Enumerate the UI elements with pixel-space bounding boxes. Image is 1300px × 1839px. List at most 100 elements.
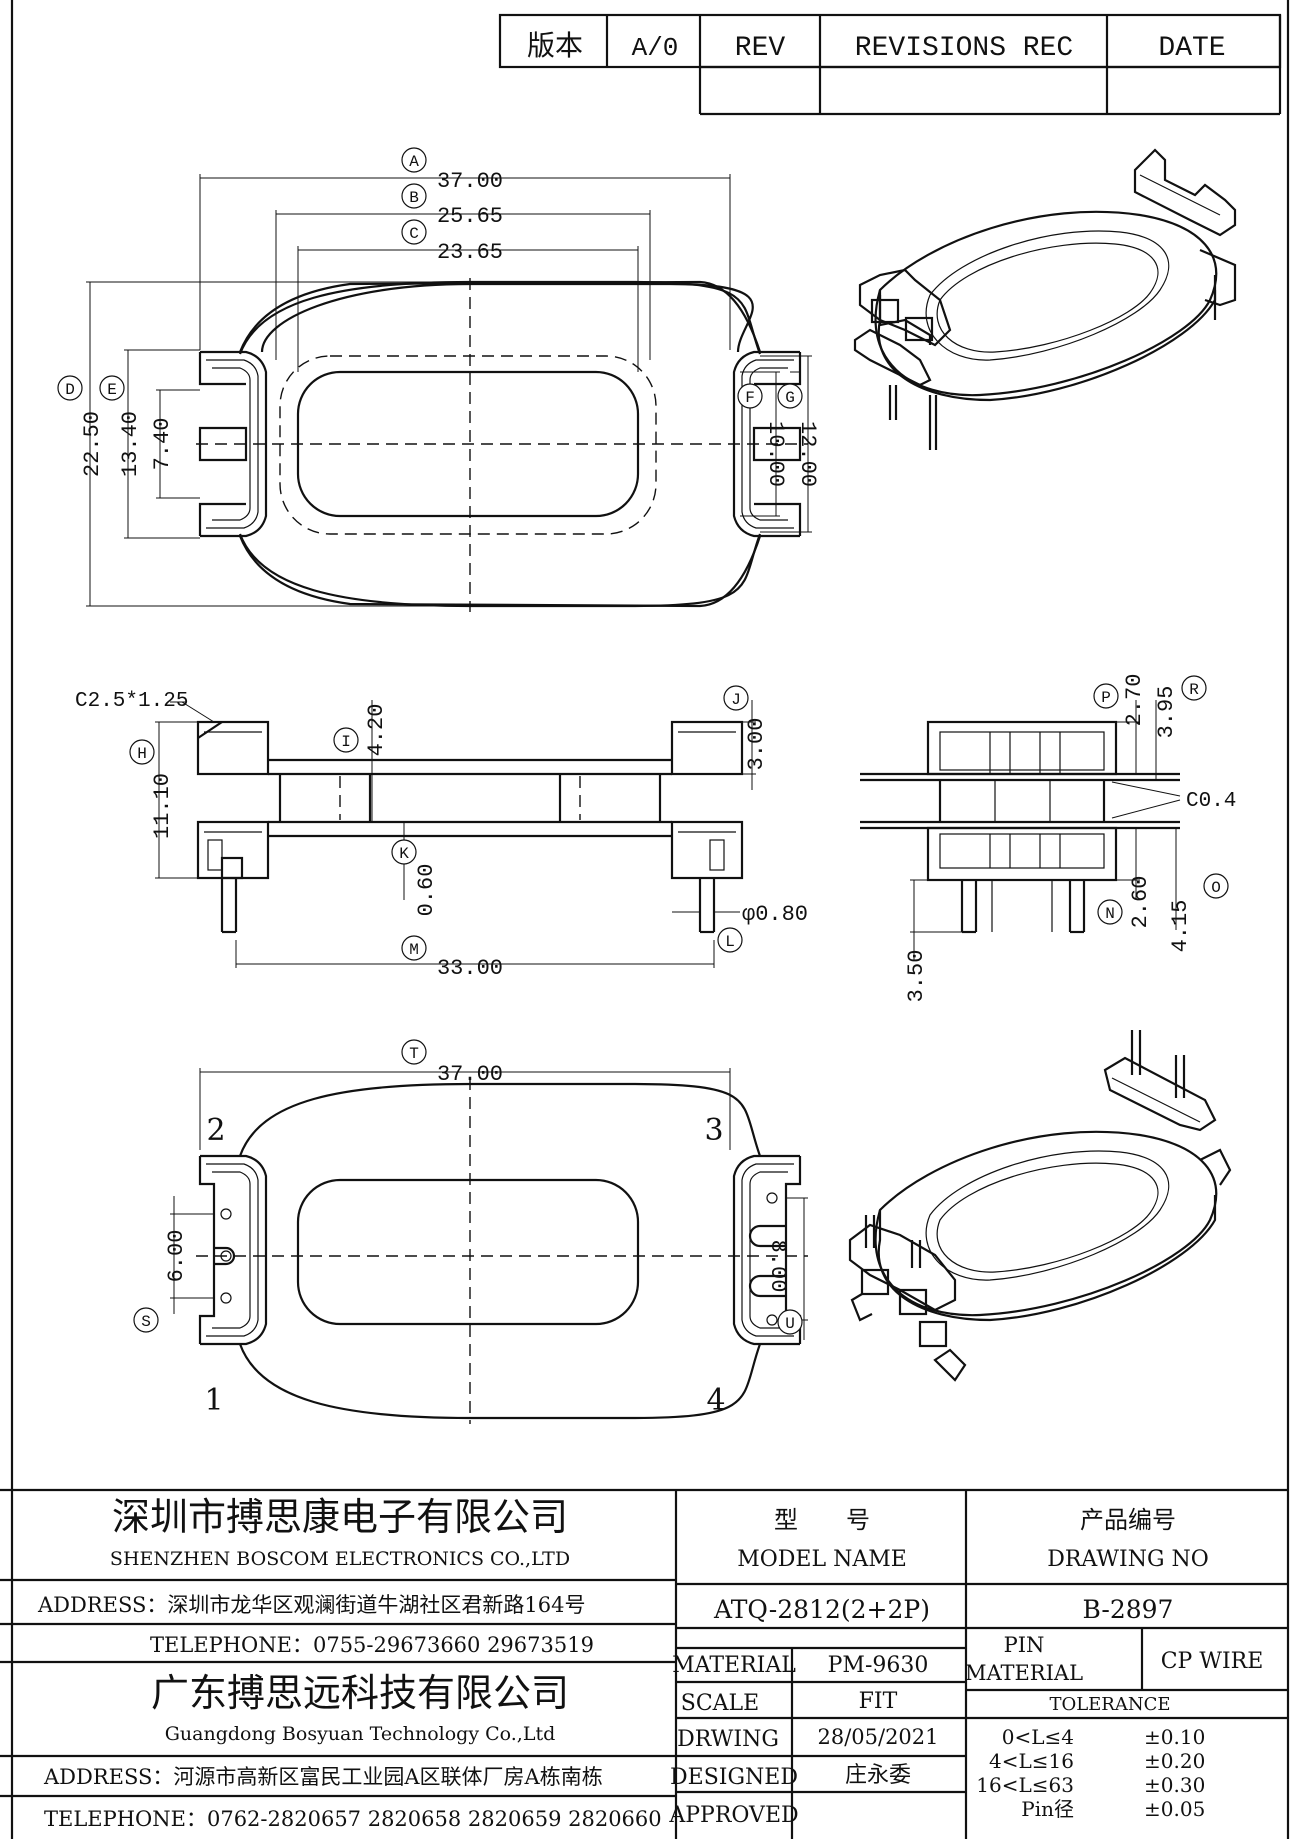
- pin-number-3: 3: [704, 1113, 723, 1148]
- svg-text:25.65: 25.65: [437, 204, 503, 229]
- tolerance-value-4: ±0.05: [1144, 1797, 1205, 1821]
- side-dim-j: J 3.00: [723, 685, 769, 771]
- sheet-border: [10, 0, 1290, 1839]
- designed-label: DESIGNED: [670, 1765, 798, 1790]
- company2-name-cn: 广东搏思远科技有限公司: [151, 1671, 569, 1715]
- material-value: PM-9630: [828, 1653, 929, 1678]
- side-dim-m: M 33.00: [401, 935, 503, 981]
- pin-number-1: 1: [204, 1383, 223, 1418]
- svg-text:2.70: 2.70: [1122, 674, 1147, 727]
- company-name-en: SHENZHEN BOSCOM ELECTRONICS CO.,LTD: [110, 1548, 570, 1570]
- svg-text:J: J: [731, 691, 741, 709]
- svg-text:2.60: 2.60: [1128, 876, 1153, 929]
- svg-text:S: S: [141, 1313, 151, 1331]
- top-dim-a: A 37.00: [401, 147, 503, 194]
- drawing-no-cn: 产品编号: [1080, 1506, 1176, 1534]
- svg-text:H: H: [137, 745, 147, 763]
- designed-value: 庄永委: [845, 1763, 911, 1788]
- material-label: MATERIAL: [672, 1653, 796, 1678]
- svg-text:6.00: 6.00: [164, 1230, 189, 1283]
- tolerance-value-3: ±0.30: [1144, 1773, 1205, 1797]
- pin-material-value: CP WIRE: [1161, 1649, 1264, 1674]
- bottom-dim-t: T 37.00: [401, 1039, 503, 1087]
- svg-text:4.20: 4.20: [364, 704, 389, 757]
- tolerance-range-3: 16<L≤63: [976, 1773, 1074, 1797]
- svg-text:E: E: [107, 381, 117, 399]
- end-dim-r: R 3.95: [1154, 675, 1207, 739]
- tolerance-range-2: 4<L≤16: [989, 1749, 1074, 1773]
- top-dim-740: 7.40: [150, 418, 175, 471]
- svg-text:L: L: [725, 933, 735, 951]
- svg-text:10.00: 10.00: [763, 421, 788, 487]
- svg-text:B: B: [409, 189, 419, 207]
- telephone-2: TELEPHONE：0762-2820657 2820658 2820659 2…: [44, 1807, 662, 1831]
- end-dim-p: P 2.70: [1093, 674, 1147, 727]
- drawing-no-en: DRAWING NO: [1047, 1547, 1209, 1572]
- svg-text:K: K: [399, 845, 409, 863]
- svg-text:G: G: [785, 389, 795, 407]
- svg-text:37.00: 37.00: [437, 169, 503, 194]
- svg-text:0.60: 0.60: [414, 864, 439, 917]
- side-dim-i: I 4.20: [333, 704, 389, 757]
- svg-text:N: N: [1105, 905, 1115, 923]
- scale-label: SCALE: [681, 1691, 759, 1716]
- telephone-1: TELEPHONE：0755-29673660 29673519: [150, 1633, 594, 1657]
- svg-text:11.10: 11.10: [150, 773, 175, 839]
- svg-text:8.00: 8.00: [765, 1240, 790, 1293]
- end-dim-n: N 2.60: [1097, 876, 1153, 929]
- end-view: C0.4 P 2.70 R 3.95 N 2.60 O 4.15 3.50: [860, 674, 1236, 1003]
- tolerance-value-1: ±0.10: [1144, 1725, 1205, 1749]
- revision-block: 版本 A/0 REV REVISIONS REC DATE: [498, 13, 1282, 116]
- approved-label: APPROVED: [668, 1803, 798, 1828]
- svg-text:A: A: [409, 153, 419, 171]
- revisions-label: REVISIONS REC: [855, 33, 1073, 64]
- svg-text:3.00: 3.00: [744, 718, 769, 771]
- address-2: ADDRESS：河源市高新区富民工业园A区联体厂房A栋南栋: [43, 1765, 603, 1789]
- svg-text:23.65: 23.65: [437, 240, 503, 265]
- svg-text:φ0.80: φ0.80: [742, 902, 808, 927]
- model-value: ATQ-2812(2+2P): [713, 1595, 930, 1624]
- model-label-cn: 型 号: [774, 1506, 870, 1534]
- end-chamfer-note: C0.4: [1186, 790, 1236, 813]
- tolerance-value-2: ±0.20: [1144, 1749, 1205, 1773]
- date-label: DATE: [1158, 33, 1225, 64]
- model-label-en: MODEL NAME: [737, 1547, 907, 1572]
- svg-text:7.40: 7.40: [150, 418, 175, 471]
- pin-number-4: 4: [706, 1383, 725, 1418]
- version-value: A/0: [632, 33, 679, 63]
- top-dim-g: G 12.00: [777, 383, 820, 487]
- svg-text:4.15: 4.15: [1168, 900, 1193, 953]
- svg-text:P: P: [1101, 689, 1111, 707]
- pin-number-2: 2: [206, 1113, 225, 1148]
- side-dim-h: H 11.10: [129, 739, 175, 839]
- top-dim-b: B 25.65: [401, 183, 503, 229]
- svg-text:33.00: 33.00: [437, 956, 503, 981]
- svg-text:I: I: [341, 733, 351, 751]
- drawing-date: 28/05/2021: [817, 1725, 938, 1749]
- scale-value: FIT: [859, 1689, 898, 1714]
- tolerance-range-1: 0<L≤4: [1002, 1725, 1074, 1749]
- bottom-view: T 37.00 S 6.00 U 8.00 1 2 3 4: [133, 1039, 808, 1424]
- company-name-cn: 深圳市搏思康电子有限公司: [112, 1495, 568, 1539]
- svg-text:3.95: 3.95: [1154, 686, 1179, 739]
- bottom-dim-u: U 8.00: [765, 1240, 803, 1335]
- svg-text:D: D: [65, 381, 75, 399]
- svg-text:U: U: [785, 1315, 795, 1333]
- svg-text:3.50: 3.50: [904, 950, 929, 1003]
- svg-text:F: F: [745, 389, 755, 407]
- side-view: C2.5*1.25 H 11.10 I 4.20 J 3.00 K 0.60 L…: [75, 685, 808, 981]
- end-dim-350: 3.50: [904, 950, 929, 1003]
- end-dim-o: O 4.15: [1168, 873, 1229, 953]
- title-block: 深圳市搏思康电子有限公司 SHENZHEN BOSCOM ELECTRONICS…: [0, 1488, 1288, 1839]
- pin-material-label-1: PIN: [1004, 1633, 1045, 1657]
- top-dim-c: C 23.65: [401, 219, 503, 265]
- rev-label: REV: [735, 33, 786, 64]
- version-label: 版本: [527, 29, 583, 62]
- tolerance-label: TOLERANCE: [1049, 1694, 1170, 1715]
- address-1: ADDRESS：深圳市龙华区观澜街道牛湖社区君新路164号: [37, 1593, 585, 1617]
- svg-text:22.50: 22.50: [80, 411, 105, 477]
- bottom-dim-s: S 6.00: [133, 1230, 189, 1333]
- svg-text:R: R: [1189, 681, 1199, 699]
- svg-text:M: M: [409, 941, 419, 959]
